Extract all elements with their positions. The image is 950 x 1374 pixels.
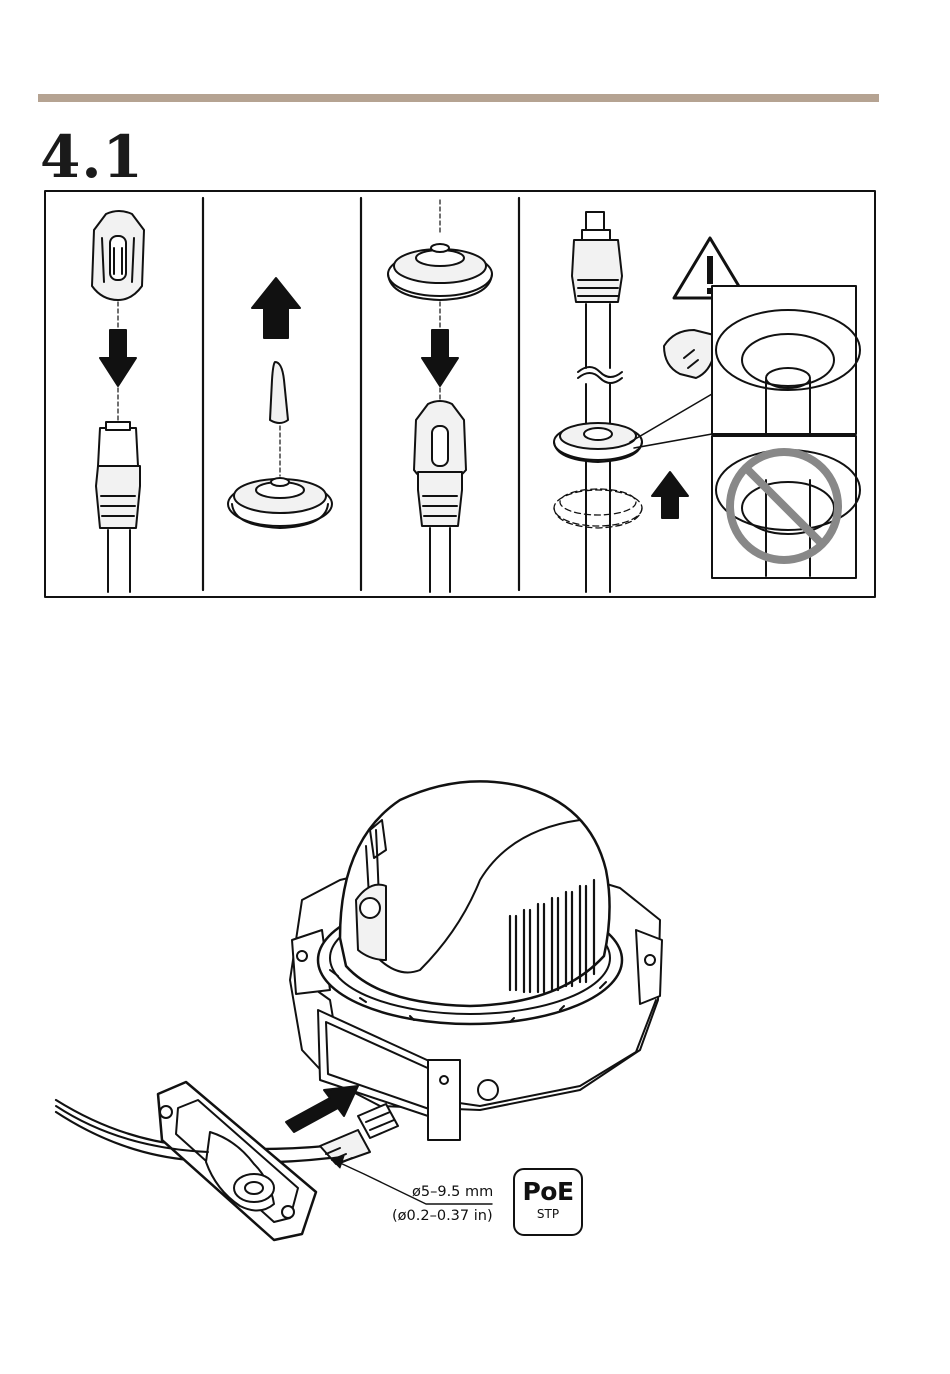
section-number: 4.1 [40,128,144,186]
camera-mounting-illustration [40,760,680,1270]
step-1-clip-onto-connector-icon [92,211,144,592]
step-3-gasket-onto-connector-icon [388,200,492,592]
header-rule [38,94,879,102]
step-4-gasket-seating-icon [554,212,860,592]
cable-diameter-in-label: (ø0.2–0.37 in) [392,1209,493,1224]
poe-label: PoE [515,1179,581,1204]
steps-panel [44,190,876,598]
stp-label: STP [515,1208,581,1220]
cable-diameter-mm-label: ø5–9.5 mm [412,1185,493,1200]
poe-stp-badge: PoE STP [513,1168,583,1236]
step-2-remove-plug-icon [228,278,332,528]
